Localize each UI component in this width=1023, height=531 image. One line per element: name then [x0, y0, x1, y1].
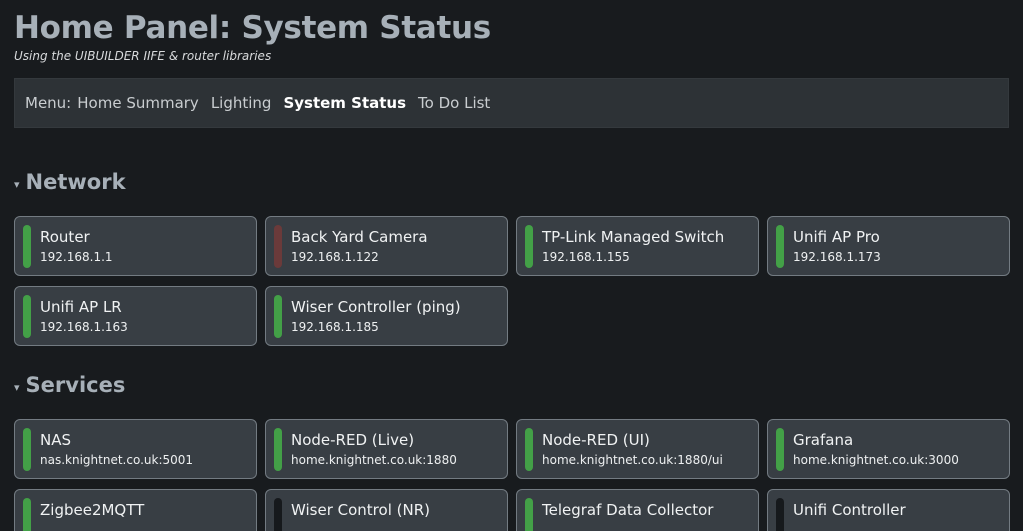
card-name: Router: [40, 228, 90, 246]
card-address: 192.168.1.1: [40, 250, 113, 264]
status-card: NAS nas.knightnet.co.uk:5001: [14, 419, 257, 479]
status-indicator-icon: [525, 428, 533, 471]
card-address: 192.168.1.173: [793, 250, 881, 264]
services-section-toggle[interactable]: ▾ Services: [14, 371, 1009, 399]
network-section-toggle[interactable]: ▾ Network: [14, 168, 1009, 196]
network-grid: Router 192.168.1.1 Back Yard Camera 192.168…: [14, 216, 1010, 346]
status-indicator-icon: [23, 225, 31, 268]
card-address: nas.knightnet.co.uk:5001: [40, 453, 194, 467]
status-card: Unifi AP LR 192.168.1.163: [14, 286, 257, 346]
card-address: home.knightnet.co.uk:1880: [291, 453, 457, 467]
status-indicator-icon: [23, 428, 31, 471]
status-card: Wiser Controller (ping) 192.168.1.185: [265, 286, 508, 346]
status-indicator-icon: [23, 498, 31, 531]
section-title: Network: [25, 170, 126, 194]
status-indicator-icon: [274, 225, 282, 268]
card-name: TP-Link Managed Switch: [542, 228, 725, 246]
nav-to-do-list[interactable]: To Do List: [418, 94, 491, 112]
caret-down-icon: ▾: [14, 177, 20, 191]
status-indicator-icon: [525, 498, 533, 531]
status-card: Unifi AP Pro 192.168.1.173: [767, 216, 1010, 276]
card-address: home.knightnet.co.uk:3000: [793, 453, 959, 467]
status-card: Back Yard Camera 192.168.1.122: [265, 216, 508, 276]
status-indicator-icon: [776, 498, 784, 531]
nav-home-summary[interactable]: Home Summary: [77, 94, 199, 112]
card-address: 192.168.1.185: [291, 320, 379, 334]
services-grid: NAS nas.knightnet.co.uk:5001 Node-RED (Liv…: [14, 419, 1010, 531]
card-address: home.knightnet.co.uk:1880/ui: [542, 453, 723, 467]
status-card: Zigbee2MQTT: [14, 489, 257, 531]
page-title: Home Panel: System Status: [14, 10, 491, 46]
status-indicator-icon: [776, 225, 784, 268]
status-indicator-icon: [274, 498, 282, 531]
status-card: TP-Link Managed Switch 192.168.1.155: [516, 216, 759, 276]
card-name: Zigbee2MQTT: [40, 501, 145, 519]
status-indicator-icon: [274, 295, 282, 338]
status-card: Wiser Control (NR): [265, 489, 508, 531]
status-indicator-icon: [525, 225, 533, 268]
status-card: Node-RED (Live) home.knightnet.co.uk:1880: [265, 419, 508, 479]
card-name: Node-RED (UI): [542, 431, 650, 449]
card-name: Unifi AP Pro: [793, 228, 880, 246]
card-name: Node-RED (Live): [291, 431, 415, 449]
nav-lighting[interactable]: Lighting: [210, 94, 272, 112]
caret-down-icon: ▾: [14, 380, 20, 394]
card-name: Wiser Control (NR): [291, 501, 430, 519]
page-subtitle: Using the UIBUILDER IIFE & router librar…: [14, 49, 272, 63]
card-name: Telegraf Data Collector: [542, 501, 714, 519]
card-name: Unifi Controller: [793, 501, 906, 519]
main-menu: Menu: Home Summary Lighting System Statu…: [14, 78, 1009, 128]
services-section: ▾ Services NAS nas.knightnet.co.uk:5001 No…: [14, 371, 1010, 531]
status-card: Router 192.168.1.1: [14, 216, 257, 276]
network-section: ▾ Network Router 192.168.1.1 Back Yard Cam…: [14, 168, 1010, 346]
status-indicator-icon: [776, 428, 784, 471]
card-name: Back Yard Camera: [291, 228, 428, 246]
status-indicator-icon: [23, 295, 31, 338]
menu-label: Menu:: [25, 94, 72, 112]
section-title: Services: [25, 373, 126, 397]
status-card: Grafana home.knightnet.co.uk:3000: [767, 419, 1010, 479]
card-name: Grafana: [793, 431, 854, 449]
card-name: Wiser Controller (ping): [291, 298, 461, 316]
card-address: 192.168.1.155: [542, 250, 630, 264]
card-name: NAS: [40, 431, 72, 449]
status-card: Telegraf Data Collector: [516, 489, 759, 531]
card-address: 192.168.1.163: [40, 320, 128, 334]
status-card: Node-RED (UI) home.knightnet.co.uk:1880/u…: [516, 419, 759, 479]
card-address: 192.168.1.122: [291, 250, 379, 264]
card-name: Unifi AP LR: [40, 298, 122, 316]
status-indicator-icon: [274, 428, 282, 471]
status-card: Unifi Controller: [767, 489, 1010, 531]
nav-system-status[interactable]: System Status: [283, 94, 407, 112]
